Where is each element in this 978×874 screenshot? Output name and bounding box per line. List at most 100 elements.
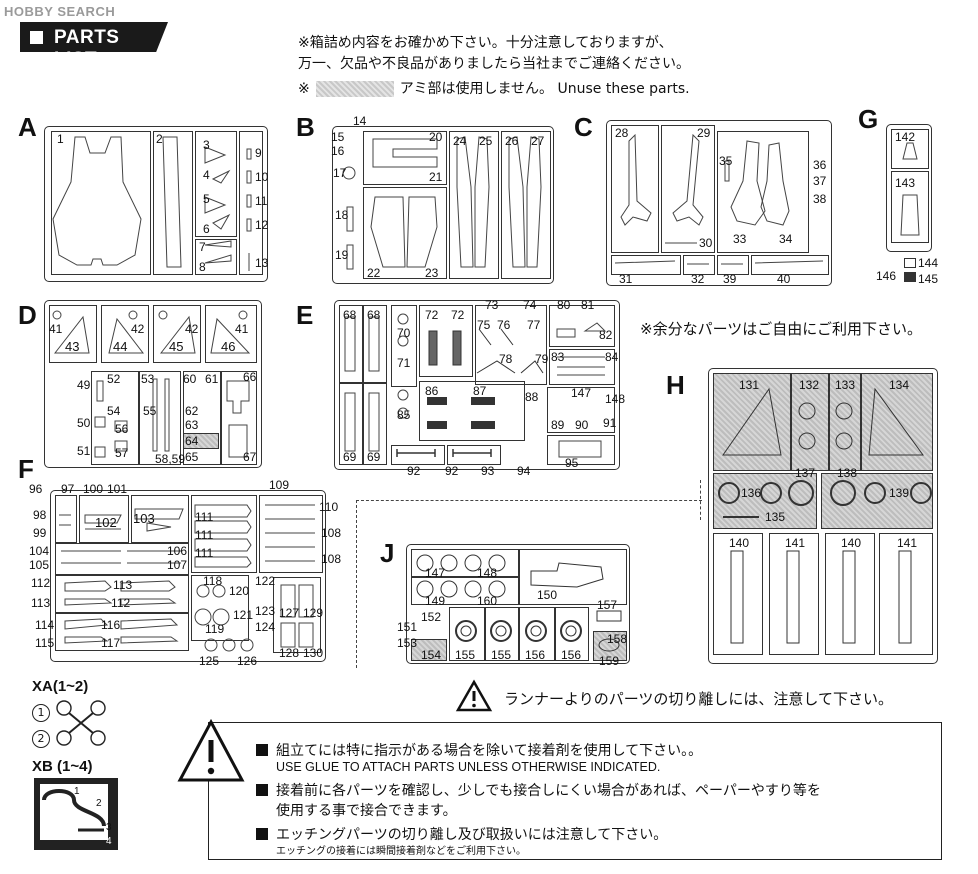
part-number: 103	[133, 511, 155, 526]
runner-b-cell	[363, 131, 447, 185]
runner-g-cell	[891, 171, 929, 243]
runner-a: 1 2 3 4 5 6 7 8 9 10 11 12 13	[44, 126, 268, 282]
part-number: 73	[485, 298, 499, 312]
part-number: 154	[421, 648, 442, 662]
unuse-text: アミ部は使用しません。 Unuse these parts.	[399, 81, 690, 97]
part-number: 101	[107, 482, 128, 496]
part-number: 157	[597, 598, 618, 612]
runner-d-cell	[101, 305, 149, 363]
part-number: 156	[561, 648, 582, 662]
part-number: 16	[331, 144, 345, 158]
runner-e-cell	[363, 383, 387, 465]
part-number: 121	[233, 608, 254, 622]
part-number: 33	[733, 232, 747, 246]
runner-e-cell	[391, 445, 445, 465]
xa-number-2: 2	[32, 730, 50, 748]
runner-f-cell	[55, 575, 189, 613]
caution-item-3: エッチングパーツの切り離し及び取扱いには注意して下さい。	[256, 824, 667, 844]
part-number: 141	[785, 536, 806, 550]
part-number: 43	[65, 339, 80, 354]
runner-c-cell	[683, 255, 715, 275]
runner-j-cell	[485, 607, 519, 661]
part-number: 58,59	[155, 452, 186, 466]
part-number: 19	[335, 248, 349, 262]
part-number: 86	[425, 384, 439, 398]
part-number: 125	[199, 654, 220, 668]
part-number: 56	[115, 422, 129, 436]
runner-a-cell	[153, 131, 193, 275]
part-number: 112	[31, 576, 51, 590]
dashed-separator	[356, 500, 357, 668]
part-number: 44	[113, 339, 128, 354]
caution-item-3-note: エッチングの接着には瞬間接着剤などをご利用下さい。	[276, 846, 526, 857]
part-number: 118	[203, 574, 223, 588]
part-number: 147	[571, 386, 592, 400]
runner-e-cell	[391, 305, 417, 387]
part-number: 106	[167, 544, 188, 558]
part-number: 50	[77, 416, 91, 430]
part-number: 17	[333, 166, 347, 180]
part-number: 57	[115, 446, 129, 460]
part-number: 151	[397, 620, 418, 634]
runner-h: 131 132 133 134 135 136 137 138 139 140 …	[708, 368, 938, 664]
runner-g-label: G	[858, 104, 879, 134]
part-number: 89	[551, 418, 565, 432]
runner-b: 14 15 16 17 18 19 20 21 22 23 24 25 26 2…	[331, 115, 554, 284]
part-number: 2	[156, 132, 163, 146]
runner-d-parts-drawing	[52, 310, 251, 458]
caution-item-1-english: USE GLUE TO ATTACH PARTS UNLESS OTHERWIS…	[276, 760, 661, 774]
runner-g-parts-drawing	[900, 142, 920, 236]
spare-parts-note: ※余分なパーツはご自由にご利用下さい。	[640, 320, 922, 338]
part-number: 21	[429, 170, 443, 184]
part-number: 122	[255, 574, 276, 588]
bullet-square-icon	[256, 784, 268, 796]
shaded-sample-icon	[315, 81, 394, 97]
part-number: 94	[517, 464, 531, 478]
part-number: 160	[477, 594, 498, 608]
runner-e-cell	[475, 305, 547, 385]
runner-a-parts-drawing	[52, 136, 252, 271]
xb-label: XB (1~4)	[32, 758, 93, 775]
runner-d-label: D	[18, 300, 37, 330]
runner-f-cell	[259, 495, 323, 573]
runner-f-cell	[55, 543, 189, 575]
part-number: 9	[255, 146, 262, 160]
runner-h-cell	[769, 533, 819, 655]
part-number: 71	[397, 356, 411, 370]
part-number: 135	[765, 510, 786, 524]
runner-d-cell	[221, 371, 257, 465]
part-number: 150	[537, 588, 558, 602]
part-number: 45	[169, 339, 184, 354]
part-number: 116	[101, 618, 121, 632]
runner-f-cell	[131, 495, 189, 543]
runner-j-parts-drawing	[416, 554, 622, 652]
part-number: 41	[235, 322, 249, 336]
part-number: 140	[841, 536, 862, 550]
part-number: 129	[303, 606, 324, 620]
part-number: 143	[895, 176, 916, 190]
part-number: 31	[619, 272, 633, 286]
part-number: 66	[243, 370, 257, 384]
part-number: 14	[353, 114, 367, 128]
part-number: 13	[255, 256, 269, 270]
caution-item-1: 組立てには特に指示がある場合を除いて接着剤を使用して下さい。。	[256, 740, 702, 760]
runner-h-label: H	[666, 370, 685, 400]
part-number: 112	[111, 596, 131, 610]
part-number: 82	[599, 328, 613, 342]
part-number: 128	[279, 646, 300, 660]
part-number: 147	[425, 566, 446, 580]
part-number: 134	[889, 378, 910, 392]
part-number: 78	[499, 352, 513, 366]
part-number: 61	[205, 372, 219, 386]
part-number: 42	[185, 322, 199, 336]
part-number: 52	[107, 372, 121, 386]
part-number: 113	[31, 596, 51, 610]
part-number: 51	[77, 444, 91, 458]
parts-list-title: PARTS LIST	[20, 22, 168, 52]
part-number: 155	[455, 648, 476, 662]
runner-e-cell	[363, 305, 387, 383]
watermark: HOBBY SEARCH	[4, 4, 116, 19]
runner-d: 41 42 43 44 45 46 41 42 49 50 51 52 53 5…	[44, 300, 262, 468]
part-number: 126	[237, 654, 258, 668]
runner-e-label: E	[296, 300, 314, 330]
